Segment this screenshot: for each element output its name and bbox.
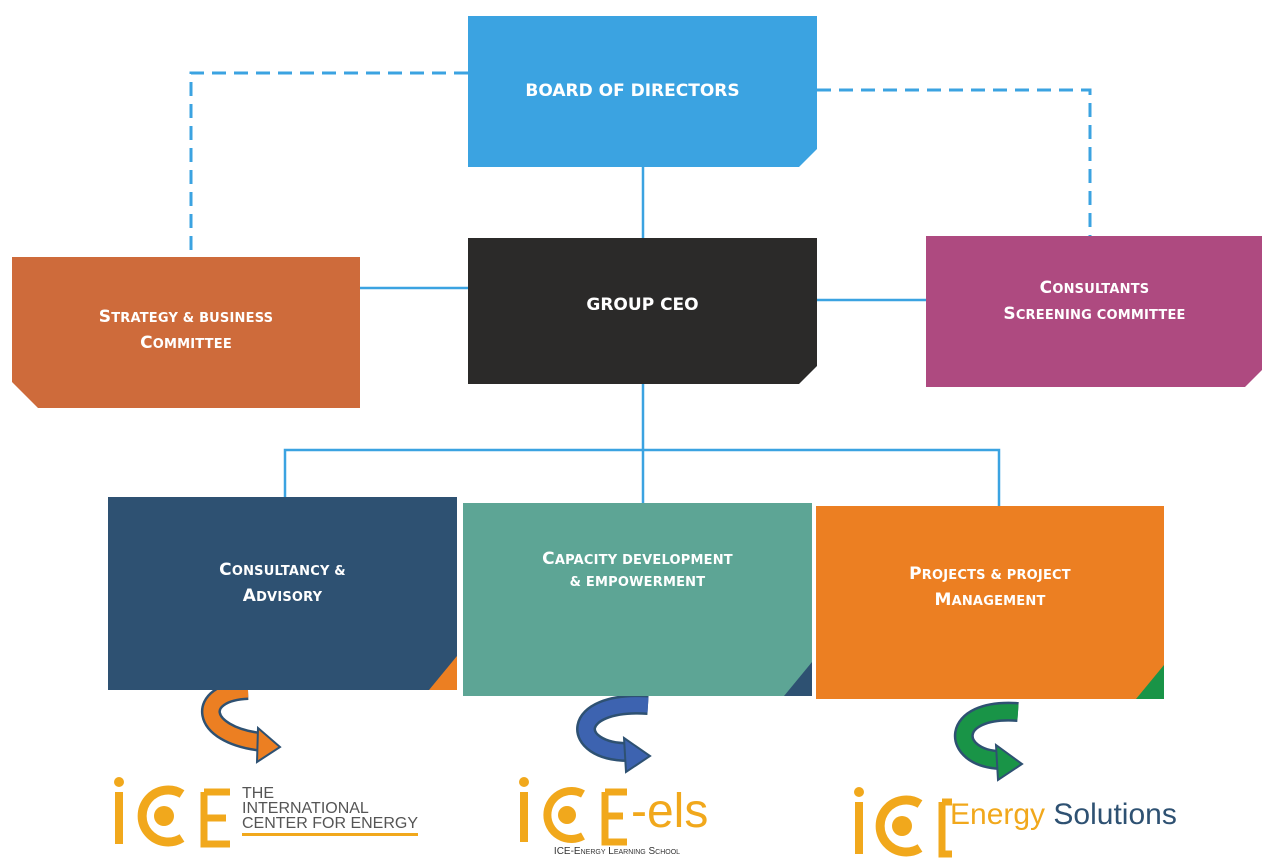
capacity-development-box: Capacity Development & Empowerment bbox=[463, 503, 812, 696]
board-label: BOARD OF DIRECTORS bbox=[525, 80, 740, 101]
ice-solutions-word2: Solutions bbox=[1053, 798, 1177, 831]
board-of-directors-box: BOARD OF DIRECTORS bbox=[468, 16, 817, 167]
curved-arrow-projects bbox=[954, 701, 1024, 782]
capacity-label-line1: Capacity Development bbox=[542, 547, 733, 573]
ice-logo-mark bbox=[114, 777, 230, 848]
strategy-label-line2: Committee bbox=[99, 331, 273, 357]
strategy-line2-text: Committee bbox=[140, 332, 232, 353]
ice-solutions-wordmark: Energy Solutions bbox=[950, 798, 1177, 832]
ice-solutions-word1: Energy bbox=[950, 798, 1046, 831]
consultancy-label-line1: Consultancy & bbox=[219, 558, 346, 584]
ice-els-suffix: -els bbox=[631, 785, 709, 838]
consultancy-line2-text: Advisory bbox=[242, 585, 323, 606]
dashed-connector-strategy bbox=[189, 71, 468, 257]
consultancy-advisory-box: Consultancy & Advisory bbox=[108, 497, 457, 690]
ice-energy-solutions-logo: Energy Solutions bbox=[852, 778, 1177, 858]
page-fold-consultancy bbox=[429, 656, 457, 690]
ice-logo: THE INTERNATIONAL CENTER FOR ENERGY bbox=[112, 772, 442, 848]
ceo-label: GROUP CEO bbox=[586, 295, 699, 316]
ice-logo-line1: THE bbox=[242, 785, 274, 802]
consultants-label-line1: Consultants bbox=[1003, 276, 1185, 302]
projects-label-line1: Projects & Project bbox=[909, 562, 1071, 588]
page-fold-capacity bbox=[784, 662, 812, 696]
page-fold-projects bbox=[1136, 665, 1164, 699]
ice-els-tagline: ICE-Energy Learning School bbox=[553, 846, 681, 857]
capacity-line2-text: & Empowerment bbox=[569, 574, 706, 590]
consultants-screening-committee-box: Consultants Screening Committee bbox=[926, 236, 1262, 387]
ice-logo-text: THE INTERNATIONAL CENTER FOR ENERGY bbox=[242, 785, 419, 836]
capacity-label-line2: & Empowerment bbox=[542, 573, 733, 593]
consultants-label-line2: Screening Committee bbox=[1003, 302, 1185, 328]
ice-logo-line3: CENTER FOR ENERGY bbox=[242, 816, 419, 836]
consultancy-line1-text: Consultancy & bbox=[219, 560, 346, 580]
consultants-line1-text: Consultants bbox=[1039, 278, 1150, 298]
strategy-business-committee-box: Strategy & Business Committee bbox=[12, 257, 360, 408]
ice-els-logo-mark bbox=[519, 777, 627, 846]
ice-logo-line2: INTERNATIONAL bbox=[242, 800, 369, 817]
capacity-line1-text: Capacity Development bbox=[542, 549, 733, 569]
consultancy-label-line2: Advisory bbox=[219, 584, 346, 610]
connector-branch bbox=[283, 448, 1001, 506]
strategy-label-line1: Strategy & Business bbox=[99, 305, 273, 331]
group-ceo-box: GROUP CEO bbox=[468, 238, 817, 384]
curved-arrow-consultancy bbox=[201, 680, 282, 764]
projects-label-line2: Management bbox=[909, 588, 1071, 614]
dashed-connector-consultants bbox=[817, 88, 1092, 236]
ice-solutions-logo-mark bbox=[854, 787, 952, 858]
ice-els-logo: -els ICE-Energy Learning School bbox=[517, 772, 727, 858]
curved-arrow-capacity bbox=[576, 694, 652, 774]
projects-line2-text: Management bbox=[934, 589, 1046, 610]
consultants-line2-text: Screening Committee bbox=[1003, 303, 1186, 324]
projects-line1-text: Projects & Project bbox=[909, 564, 1071, 584]
projects-management-box: Projects & Project Management bbox=[816, 506, 1164, 699]
strategy-line1-text: Strategy & Business bbox=[98, 307, 274, 327]
